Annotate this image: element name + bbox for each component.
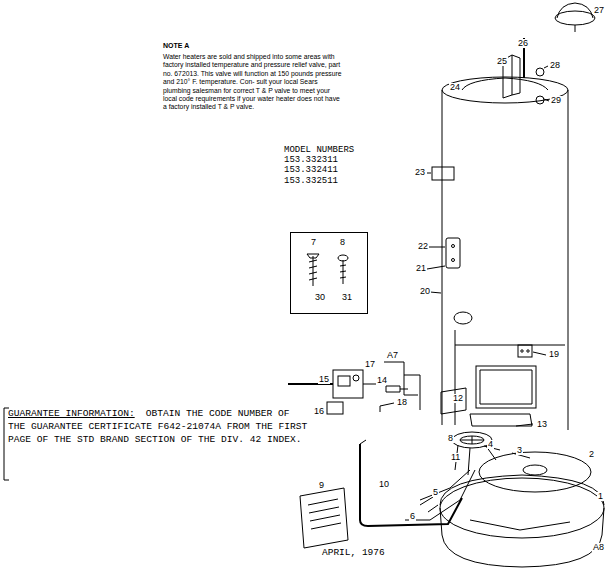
- callout-number: 8: [339, 238, 346, 247]
- callout-number: 27: [593, 6, 605, 15]
- callout-number: 18: [396, 398, 408, 407]
- callout-number: A8: [592, 543, 605, 552]
- callout-number: 22: [417, 242, 429, 251]
- callout-number: 19: [548, 350, 560, 359]
- callout-number: 31: [341, 293, 353, 302]
- callout-number: 6: [409, 512, 416, 521]
- note-heading: NOTE A: [163, 42, 189, 49]
- callout-number: 2: [588, 450, 595, 459]
- date: APRIL, 1976: [322, 548, 385, 558]
- callout-number: 13: [536, 420, 548, 429]
- guarantee-heading: GUARANTEE INFORMATION:: [8, 408, 135, 419]
- callout-number: 28: [549, 61, 561, 70]
- callout-number: 5: [432, 488, 439, 497]
- callout-number: 30: [314, 293, 326, 302]
- inset-box: 7 8 30 31: [290, 232, 368, 314]
- callout-number: 3: [516, 446, 523, 455]
- callout-number: 26: [517, 39, 529, 48]
- callout-number: 29: [550, 96, 562, 105]
- callout-number: 10: [378, 480, 390, 489]
- model-heading: MODEL NUMBERS: [284, 146, 354, 155]
- callout-number: 25: [496, 57, 508, 66]
- model-number: 153.332411: [284, 166, 338, 175]
- callout-number: 14: [376, 376, 388, 385]
- model-number: 153.332511: [284, 177, 338, 186]
- callout-number: 12: [452, 394, 464, 403]
- callout-number: 23: [414, 168, 426, 177]
- callout-number: 7: [310, 238, 317, 247]
- callout-number: 20: [419, 287, 431, 296]
- callout-number: 8: [447, 434, 454, 443]
- guarantee-block: GUARANTEE INFORMATION:OBTAIN THE CODE NU…: [8, 407, 308, 446]
- callout-number: 15: [318, 375, 330, 384]
- callout-number: 1: [597, 492, 604, 501]
- callout-number: 24: [449, 83, 461, 92]
- callout-number: 9: [318, 481, 325, 490]
- callout-number: 11: [450, 453, 461, 462]
- callout-number: 16: [313, 407, 325, 416]
- note-body: Water heaters are sold and shipped into …: [163, 53, 343, 112]
- callout-number: 17: [364, 360, 376, 369]
- callout-number: 21: [415, 264, 427, 273]
- callout-number: 4: [487, 440, 494, 449]
- model-number: 153.332311: [284, 156, 338, 165]
- callout-number: A7: [386, 351, 399, 360]
